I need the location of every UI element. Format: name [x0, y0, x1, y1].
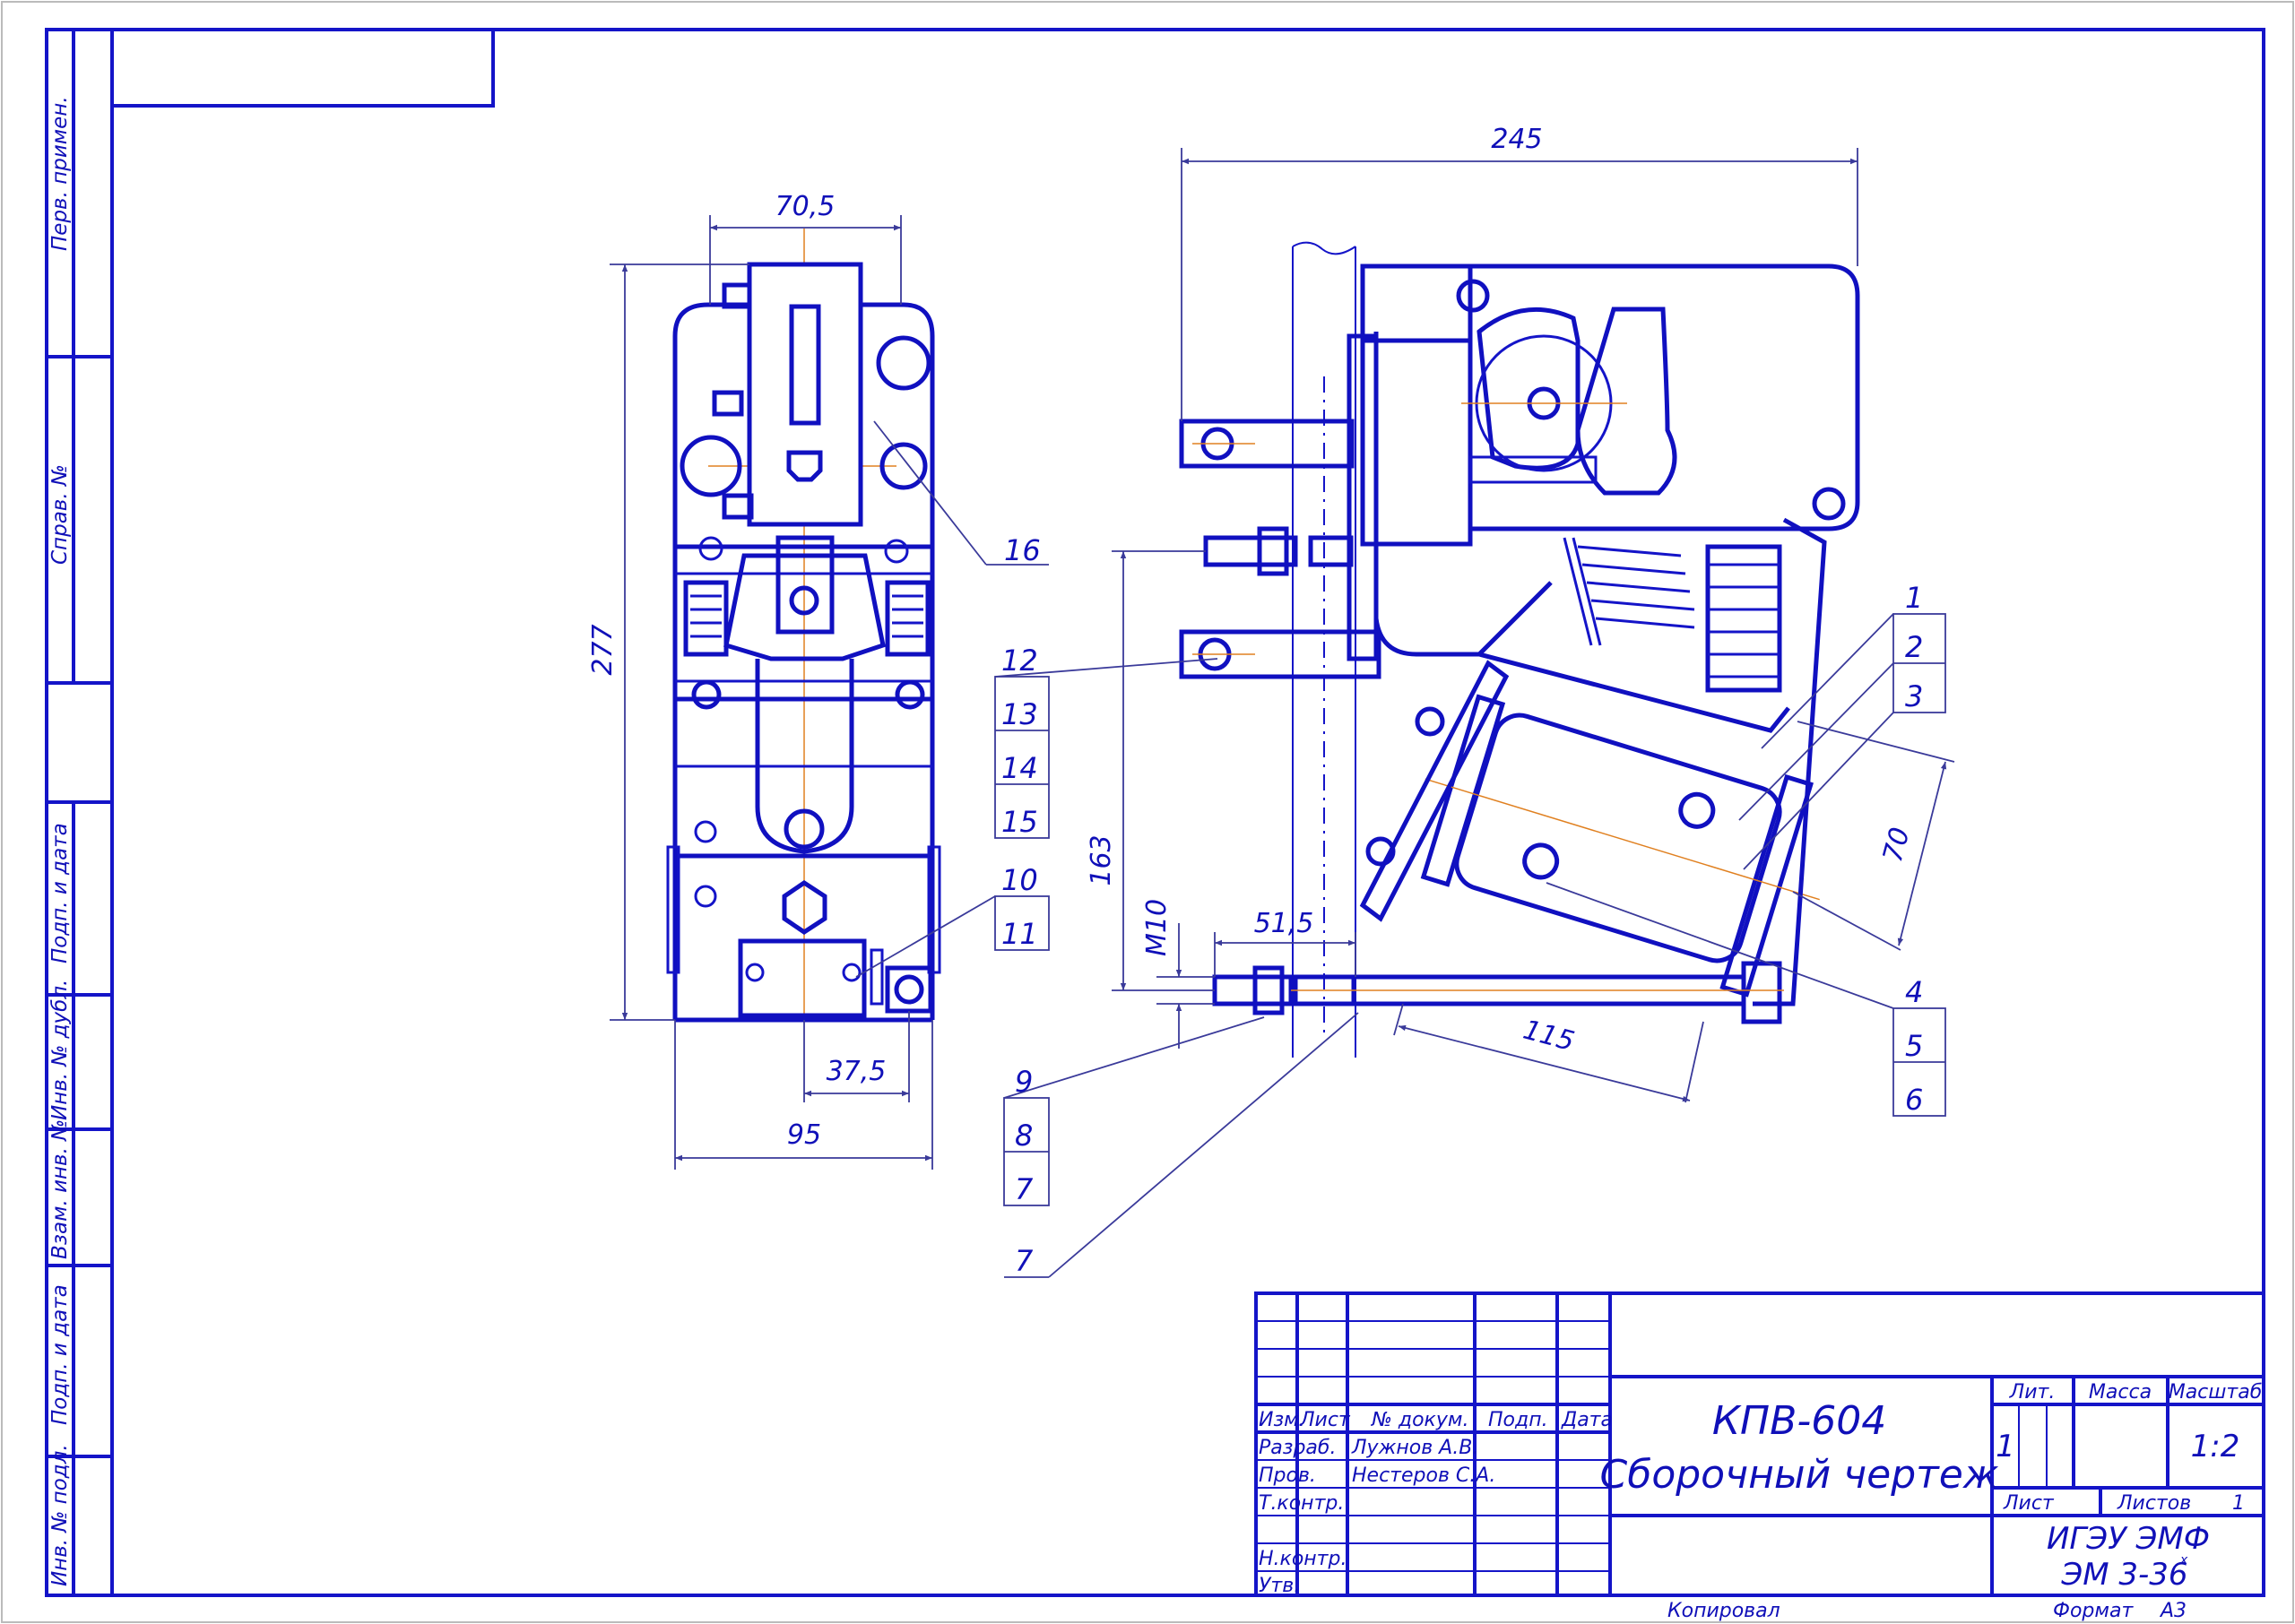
tb-org-line1: ИГЭУ ЭМФ: [2047, 1521, 2210, 1557]
tb-doc-name: Сборочный чертеж: [1599, 1452, 1998, 1498]
tb-razrab-name: Лужнов А.В.: [1351, 1437, 1478, 1459]
pos-8: 8: [1015, 1119, 1033, 1153]
tb-org-mark: х: [2179, 1553, 2188, 1568]
tb-nkontr-label: Н.контр.: [1259, 1548, 1347, 1570]
pos-1: 1: [1905, 581, 1923, 615]
dim-95: 95: [787, 1119, 821, 1151]
pos-13: 13: [1001, 697, 1038, 731]
tb-sheets-label: Листов: [2117, 1492, 2191, 1515]
tb-designation: КПВ-604: [1712, 1398, 1886, 1444]
pos-10: 10: [1001, 863, 1038, 897]
position-leaders: 16 12 13 14 15 10 11 9 8 7 7 1 2 3: [855, 420, 1946, 1278]
side-label-inv-podl: Инв. № подл.: [48, 1444, 72, 1586]
tb-format-label: Формат: [2053, 1600, 2134, 1622]
pos-2: 2: [1905, 630, 1923, 664]
tb-utv-label: Утв.: [1259, 1575, 1300, 1597]
dim-115: 115: [1520, 1015, 1577, 1058]
pos-4: 4: [1905, 975, 1923, 1009]
side-stamp-labels: Перв. примен. Справ. № Подп. и дата Инв.…: [48, 96, 72, 1586]
tb-format-value: А3: [2159, 1600, 2187, 1622]
tb-kopiroval: Копировал: [1667, 1600, 1780, 1622]
side-label-vzam: Взам. инв. №: [48, 1119, 72, 1259]
dim-245: 245: [1491, 124, 1542, 155]
dim-277: 277: [587, 624, 619, 675]
pos-15: 15: [1001, 805, 1038, 839]
tb-sheets-value: 1: [2232, 1492, 2245, 1515]
tb-col-list: Лист: [1299, 1409, 1351, 1431]
dim-70-5: 70,5: [775, 191, 836, 222]
tb-massa-label: Масса: [2089, 1381, 2152, 1404]
tb-col-izm: Изм.: [1259, 1409, 1305, 1431]
tb-prov-label: Пров.: [1259, 1464, 1316, 1487]
tb-prov-name: Нестеров С.А.: [1352, 1464, 1495, 1487]
pos-3: 3: [1905, 679, 1923, 713]
pos-9: 9: [1015, 1065, 1033, 1099]
pos-14: 14: [1001, 751, 1038, 785]
pos-16: 16: [1004, 533, 1041, 567]
side-label-sprav: Справ. №: [48, 464, 72, 565]
dim-70: 70: [1877, 825, 1917, 866]
dim-37-5: 37,5: [827, 1056, 887, 1087]
dim-m10: M10: [1141, 899, 1173, 956]
front-view: [666, 229, 941, 1023]
side-label-perv: Перв. примен.: [48, 96, 72, 251]
side-label-podp-1: Подп. и дата: [48, 823, 72, 963]
tb-lit-value: 1: [1996, 1429, 2015, 1464]
tb-razrab-label: Разраб.: [1259, 1437, 1336, 1459]
tb-masshtab-label: Масштаб: [2169, 1381, 2263, 1404]
tb-sheet-label: Лист: [2003, 1492, 2055, 1515]
side-label-podp-2: Подп. и дата: [48, 1284, 72, 1425]
tb-col-doc: № докум.: [1371, 1409, 1468, 1431]
title-block: Изм. Лист № докум. Подп. Дата Разраб. Лу…: [1254, 1291, 2265, 1622]
tb-col-podp: Подп.: [1488, 1409, 1548, 1431]
pos-7b: 7: [1015, 1244, 1034, 1278]
front-view-dimensions: 70,5 277 37,5 95: [587, 191, 933, 1170]
dim-51-5: 51,5: [1254, 908, 1314, 939]
pos-5: 5: [1905, 1029, 1923, 1063]
dim-163: 163: [1086, 834, 1117, 885]
tb-lit-label: Лит.: [2009, 1381, 2056, 1404]
tb-org-line2: ЭМ 3-36: [2060, 1557, 2187, 1593]
tb-scale-value: 1:2: [2191, 1429, 2240, 1464]
side-label-inv-dubl: Инв. № дубл.: [48, 980, 72, 1120]
tb-col-data: Дата: [1561, 1409, 1613, 1431]
pos-11: 11: [1001, 917, 1038, 951]
side-view-dimensions: 245 163 M10 51,5 115 70: [1086, 124, 1955, 1103]
pos-6: 6: [1905, 1083, 1923, 1117]
side-view: [1179, 241, 1860, 1058]
tb-tkontr-label: Т.контр.: [1259, 1492, 1344, 1515]
pos-12: 12: [1001, 644, 1038, 678]
pos-7a: 7: [1015, 1172, 1034, 1206]
